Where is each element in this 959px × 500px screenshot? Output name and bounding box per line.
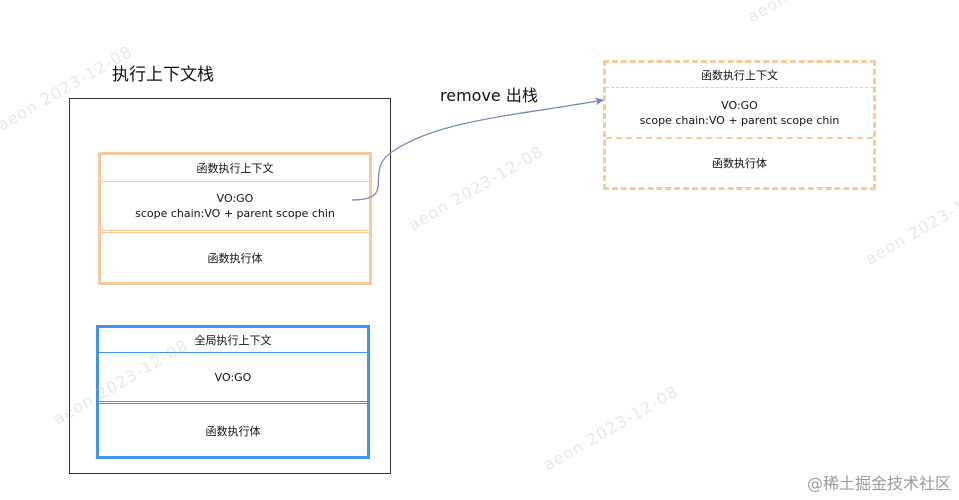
- function-context-scope-chain: scope chain:VO + parent scope chin: [135, 207, 335, 220]
- global-context-body: 函数执行体: [205, 424, 261, 438]
- watermark-6: aeon 2023-12-08: [744, 0, 886, 26]
- stack-title: 执行上下文栈: [112, 65, 214, 85]
- popped-context-vo: VO:GO: [721, 98, 758, 112]
- popped-context-body: 函数执行体: [712, 157, 767, 170]
- global-context-vo: VO:GO: [99, 353, 367, 404]
- site-watermark: @稀土掘金技术社区: [806, 474, 951, 493]
- watermark-2: aeon 2023-12-08: [405, 141, 547, 235]
- popped-function-context: 函数执行上下文 VO:GO scope chain:VO + parent sc…: [603, 60, 876, 190]
- function-context-header: 函数执行上下文: [101, 155, 369, 182]
- execution-stack-frame: [69, 98, 391, 474]
- global-context-header: 全局执行上下文: [99, 328, 367, 353]
- function-context-vo-section: VO:GO scope chain:VO + parent scope chin: [101, 182, 369, 233]
- popped-context-scope-chain: scope chain:VO + parent scope chin: [639, 113, 840, 127]
- function-context-body: 函数执行体: [207, 252, 263, 265]
- watermark-4: aeon 2023-12-08: [540, 381, 682, 475]
- watermark-5: aeon 2023-12-08: [862, 175, 959, 269]
- popped-context-header: 函数执行上下文: [606, 63, 873, 88]
- popped-context-vo-section: VO:GO scope chain:VO + parent scope chin: [606, 88, 873, 139]
- function-context-vo: VO:GO: [216, 192, 254, 205]
- remove-pop-label: remove 出栈: [440, 86, 538, 105]
- global-execution-context: 全局执行上下文 VO:GO 函数执行体: [96, 325, 370, 459]
- function-execution-context: 函数执行上下文 VO:GO scope chain:VO + parent sc…: [98, 152, 372, 285]
